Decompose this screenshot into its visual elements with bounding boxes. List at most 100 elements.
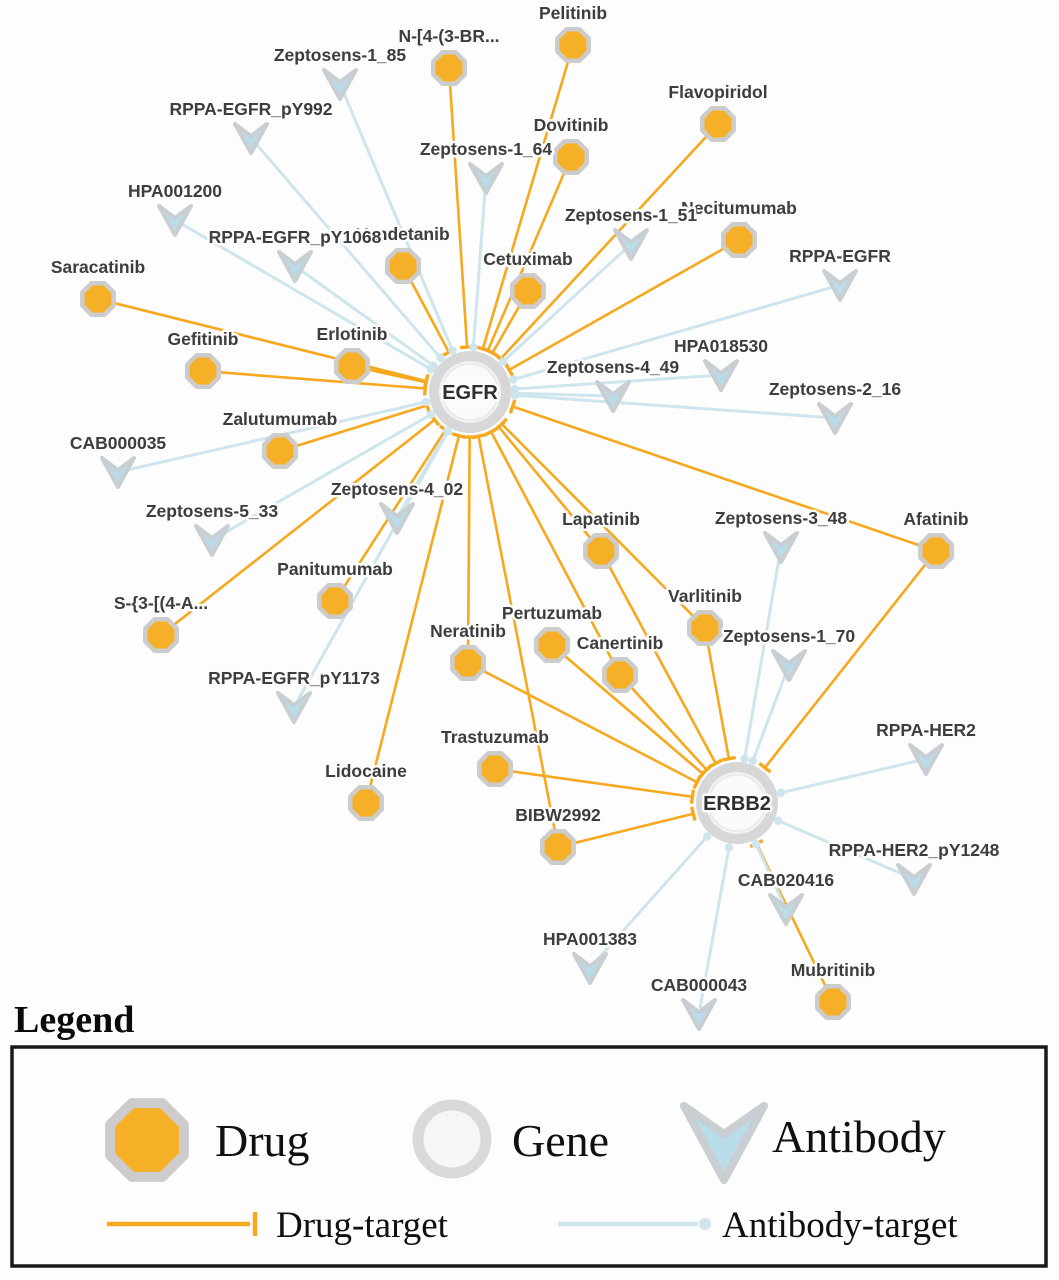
antibody-node-zeptosens_1_85[interactable]: [322, 68, 358, 101]
edge-rppa_her2-ERBB2: [776, 758, 921, 797]
gene-node-ERBB2[interactable]: [696, 762, 778, 844]
drug-node-vandetanib[interactable]: [385, 248, 421, 284]
antibody-node-zeptosens_1_70[interactable]: [771, 649, 807, 682]
antibody-node-rppa_egfr_py1068[interactable]: [277, 250, 313, 283]
drug-node-flavopiridol[interactable]: [700, 106, 736, 142]
edge-canertinib-EGFR: [484, 426, 619, 671]
antibody-node-zeptosens_3_48[interactable]: [763, 531, 799, 564]
label-zeptosens_1_70: Zeptosens-1_70: [723, 626, 856, 646]
edge-rppa_egfr-EGFR: [509, 285, 835, 384]
drug-node-gefitinib[interactable]: [185, 353, 221, 389]
label-panitumumab: Panitumumab: [277, 559, 393, 579]
drug-node-lidocaine[interactable]: [348, 785, 384, 821]
antibody-node-zeptosens_1_51[interactable]: [613, 228, 649, 261]
edge-afatinib-EGFR: [508, 399, 931, 551]
drug-node-s3_4a[interactable]: [143, 617, 179, 653]
antibody-node-zeptosens_2_16[interactable]: [817, 402, 853, 435]
label-flavopiridol: Flavopiridol: [668, 82, 767, 102]
drug-node-neratinib[interactable]: [450, 645, 486, 681]
label-zeptosens_5_33: Zeptosens-5_33: [146, 501, 279, 521]
edge-afatinib-ERBB2: [758, 554, 934, 774]
label-rppa_egfr_py1068: RPPA-EGFR_pY1068: [209, 227, 382, 247]
antibody-node-rppa_egfr_py992[interactable]: [233, 122, 269, 155]
edge-rppa_egfr_py992-EGFR: [253, 141, 445, 363]
antibody-node-hpa018530[interactable]: [703, 359, 739, 392]
antibody-node-zeptosens_4_49[interactable]: [595, 380, 631, 413]
edge-bibw2992-ERBB2: [563, 806, 697, 847]
label-zeptosens_2_16: Zeptosens-2_16: [769, 379, 902, 399]
label-hpa001383: HPA001383: [543, 929, 637, 949]
drug-node-erlotinib[interactable]: [334, 348, 370, 384]
label-erlotinib: Erlotinib: [317, 324, 388, 344]
edge-canertinib-ERBB2: [623, 678, 713, 776]
label-bibw2992: BIBW2992: [515, 805, 601, 825]
antibody-node-zeptosens_1_64[interactable]: [468, 162, 504, 195]
drug-node-dovitinib[interactable]: [553, 139, 589, 175]
edge-hpa018530-EGFR: [510, 373, 716, 394]
drug-legend-icon: [105, 1098, 189, 1182]
label-dovitinib: Dovitinib: [534, 115, 609, 135]
drug-node-mubritinib[interactable]: [815, 984, 851, 1020]
drug-node-lapatinib[interactable]: [583, 533, 619, 569]
drug-node-cetuximab[interactable]: [510, 273, 546, 309]
antibody-node-rppa_her2_py1248[interactable]: [896, 863, 932, 896]
label-vandetanib: Vandetanib: [356, 224, 449, 244]
edge-zeptosens_3_48-ERBB2: [740, 552, 782, 763]
drug-node-zalutumumab[interactable]: [262, 433, 298, 469]
edge-rppa_her2_py1248-ERBB2: [774, 816, 910, 879]
drug-node-pertuzumab[interactable]: [534, 627, 570, 663]
label-s3_4a: S-{3-[(4-A...: [114, 593, 208, 613]
label-cetuximab: Cetuximab: [483, 249, 572, 269]
drug-node-pelitinib[interactable]: [555, 27, 591, 63]
drug-node-saracatinib[interactable]: [80, 281, 116, 317]
drug-node-canertinib[interactable]: [602, 657, 638, 693]
drug-node-n4_3br[interactable]: [431, 50, 467, 86]
label-rppa_egfr_py992: RPPA-EGFR_pY992: [169, 99, 332, 119]
drug-node-bibw2992[interactable]: [540, 829, 576, 865]
antibody-node-zeptosens_4_02[interactable]: [379, 502, 415, 535]
nodes-layer: [80, 27, 954, 1031]
drug-node-necitumumab[interactable]: [721, 222, 757, 258]
network-layers: PelitinibN-[4-(3-BR...FlavopiridolDoviti…: [48, 1, 1002, 1031]
label-hpa001200: HPA001200: [128, 181, 222, 201]
drug-node-trastuzumab[interactable]: [477, 751, 513, 787]
antibody-node-rppa_egfr_py1173[interactable]: [276, 691, 312, 724]
antibody-node-rppa_egfr[interactable]: [822, 269, 858, 302]
legend-heading: Legend: [14, 999, 134, 1041]
antibody-node-cab000035[interactable]: [100, 456, 136, 489]
antibody-target-legend-dot: [699, 1218, 711, 1230]
label-varlitinib: Varlitinib: [668, 586, 742, 606]
antibody-node-rppa_her2[interactable]: [908, 743, 944, 776]
edge-cab000043-ERBB2: [698, 843, 734, 1009]
drug-node-varlitinib[interactable]: [687, 610, 723, 646]
label-cab000035: CAB000035: [70, 433, 167, 453]
label-lidocaine: Lidocaine: [325, 761, 407, 781]
edge-varlitinib-EGFR: [495, 417, 702, 625]
gene-node-EGFR[interactable]: [429, 351, 511, 433]
drug-node-afatinib[interactable]: [918, 533, 954, 569]
antibody-legend-label: Antibody: [772, 1111, 946, 1162]
label-cab020416: CAB020416: [738, 870, 835, 890]
label-zeptosens_1_51: Zeptosens-1_51: [565, 205, 698, 225]
antibody-node-hpa001200[interactable]: [157, 204, 193, 237]
edge-zeptosens_1_64-EGFR: [469, 183, 488, 352]
edge-flavopiridol-EGFR: [494, 127, 715, 365]
antibody-node-cab020416[interactable]: [768, 893, 804, 926]
label-afatinib: Afatinib: [903, 509, 968, 529]
edge-zeptosens_2_16-EGFR: [510, 390, 830, 420]
label-pertuzumab: Pertuzumab: [502, 603, 602, 623]
label-n4_3br: N-[4-(3-BR...: [398, 26, 499, 46]
edge-zeptosens_5_33-EGFR: [216, 410, 436, 539]
edge-zeptosens_1_85-EGFR: [340, 88, 457, 355]
antibody-node-hpa001383[interactable]: [572, 952, 608, 985]
labels-layer: PelitinibN-[4-(3-BR...FlavopiridolDoviti…: [48, 1, 1002, 998]
label-rppa_her2: RPPA-HER2: [876, 720, 976, 740]
label-rppa_egfr_py1173: RPPA-EGFR_pY1173: [208, 668, 380, 688]
edge-pertuzumab-ERBB2: [555, 647, 709, 781]
drug-node-panitumumab[interactable]: [317, 583, 353, 619]
antibody-node-cab000043[interactable]: [681, 998, 717, 1031]
edge-zeptosens_1_51-EGFR: [498, 246, 628, 366]
label-zeptosens_4_49: Zeptosens-4_49: [547, 357, 680, 377]
antibody-node-zeptosens_5_33[interactable]: [194, 524, 230, 557]
